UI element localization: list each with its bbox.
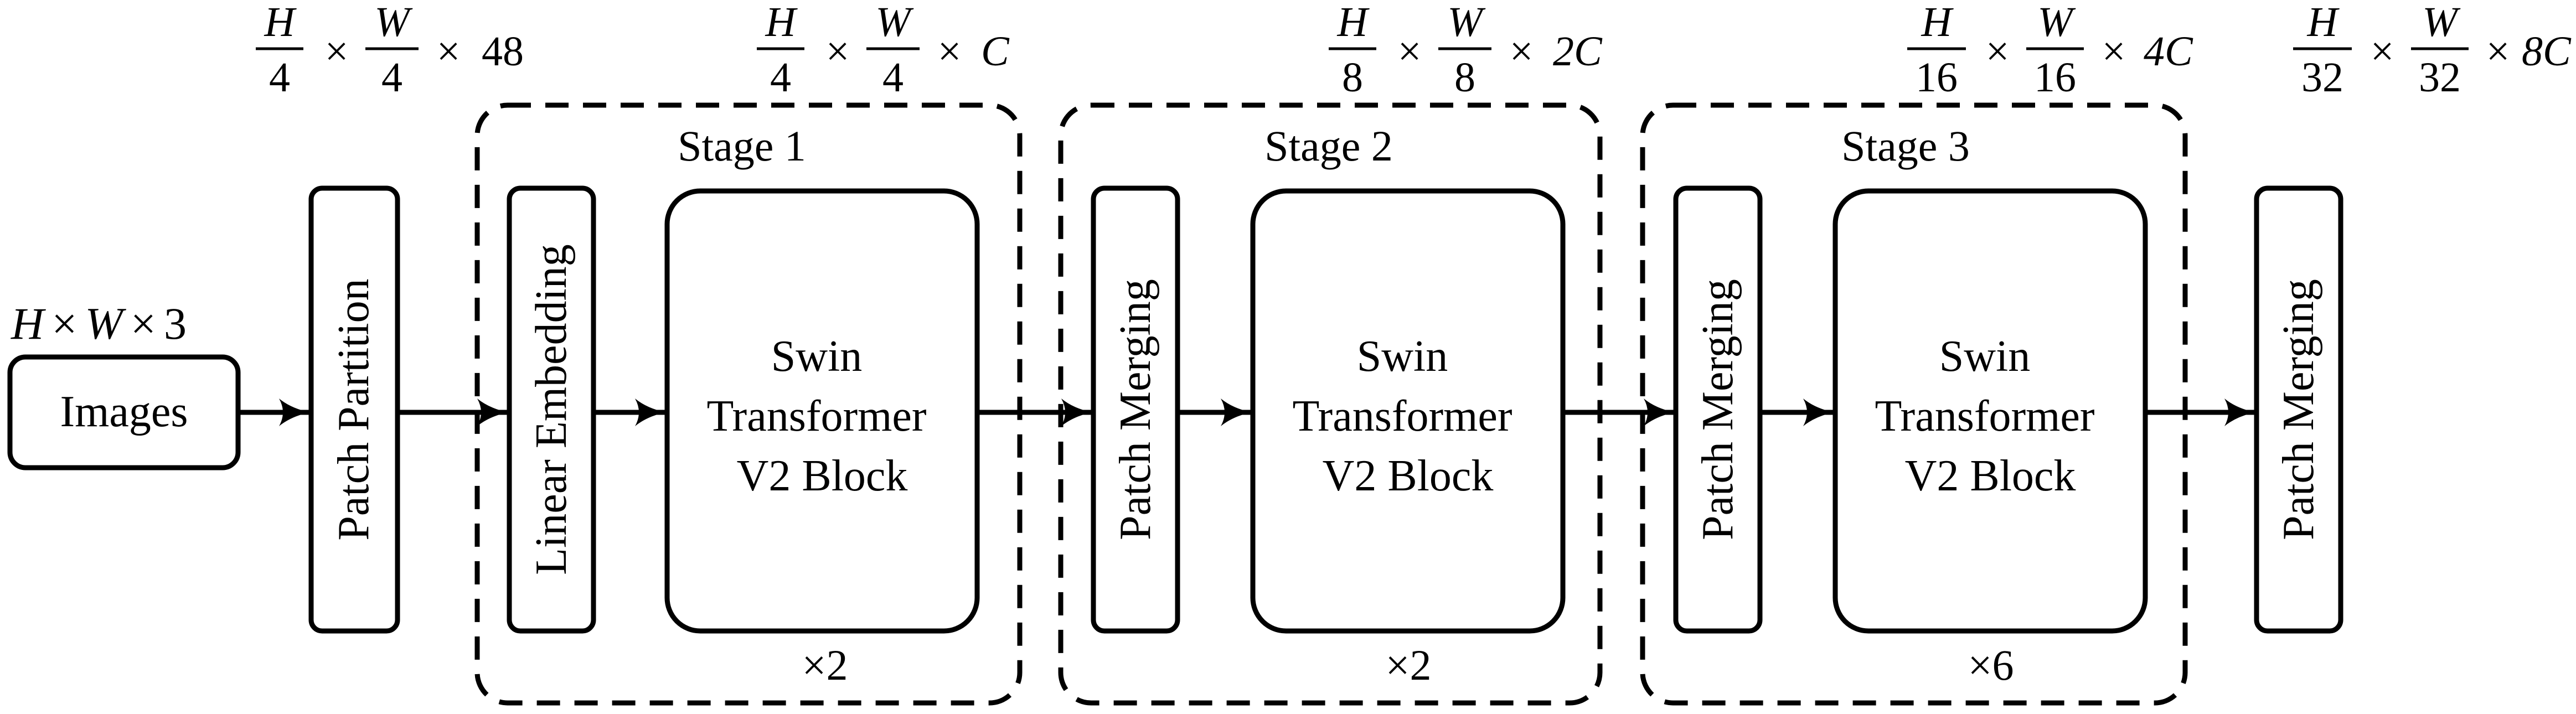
linear-embedding-box	[507, 185, 596, 634]
svg-text:4: 4	[770, 54, 791, 101]
svg-text:×: ×	[1398, 28, 1422, 75]
svg-text:8: 8	[1342, 54, 1363, 101]
dims-stage-2: H 8 × W 8 × 2C	[1329, 0, 1603, 101]
svg-text:×: ×	[1986, 28, 2010, 75]
patch-merging-stage3-label: Patch Merging	[1694, 279, 1742, 540]
patch-partition-box	[308, 185, 400, 634]
svg-text:H: H	[264, 0, 297, 45]
patch-merging-stage3-box	[1673, 185, 1763, 634]
stage-1-repeat: ×2	[802, 641, 848, 689]
svg-text:W: W	[875, 0, 914, 45]
svg-text:×: ×	[437, 28, 461, 75]
images-label: Images	[60, 387, 188, 436]
stage-3-title: Stage 3	[1841, 122, 1970, 170]
svg-text:C: C	[981, 28, 1010, 75]
svg-text:48: 48	[482, 28, 524, 75]
svg-text:4: 4	[269, 54, 290, 101]
svg-text:×: ×	[2371, 28, 2394, 75]
patch-merging-stage2-label: Patch Merging	[1111, 279, 1160, 540]
svg-text:8C: 8C	[2522, 28, 2572, 75]
svg-text:W: W	[1447, 0, 1486, 45]
stage-1-container	[474, 102, 1023, 706]
svg-text:×: ×	[2486, 28, 2510, 75]
svg-text:16: 16	[2034, 54, 2076, 101]
linear-embedding-label: Linear Embedding	[527, 244, 576, 575]
stage-1-title: Stage 1	[678, 122, 806, 170]
svg-text:4: 4	[381, 54, 402, 101]
stage-2-container	[1058, 102, 1603, 706]
dims-stage-1: H 4 × W 4 × C	[757, 0, 1010, 101]
patch-partition-label: Patch Partition	[329, 278, 378, 540]
patch-merging-stage2-box	[1091, 185, 1180, 634]
swin-block-stage2-label: Swin Transformer V2 Block	[1293, 332, 1524, 500]
svg-text:×: ×	[2102, 28, 2126, 75]
svg-text:H: H	[765, 0, 798, 45]
svg-text:×: ×	[938, 28, 962, 75]
svg-text:32: 32	[2419, 54, 2461, 101]
svg-text:H: H	[1337, 0, 1370, 45]
svg-text:32: 32	[2301, 54, 2343, 101]
svg-text:8: 8	[1454, 54, 1475, 101]
stage-2-title: Stage 2	[1264, 122, 1393, 170]
dims-patch-partition: H 4 × W 4 × 48	[256, 0, 524, 101]
svg-text:H: H	[1921, 0, 1954, 45]
dims-stage-3: H 16 × W 16 × 4C	[1907, 0, 2193, 101]
svg-text:W: W	[2422, 0, 2461, 45]
swin-block-stage1-label: Swin Transformer V2 Block	[707, 332, 938, 500]
svg-text:4C: 4C	[2144, 28, 2193, 75]
svg-text:×: ×	[325, 28, 349, 75]
dims-final: H 32 × W 32 × 8C	[2293, 0, 2572, 101]
svg-text:H: H	[2307, 0, 2340, 45]
svg-text:H×W×3: H×W×3	[11, 298, 187, 349]
svg-text:W: W	[374, 0, 413, 45]
stage-3-repeat: ×6	[1968, 641, 2014, 689]
input-dims-label: H×W×3	[11, 298, 187, 349]
svg-text:W: W	[2037, 0, 2076, 45]
patch-merging-final-box	[2254, 185, 2343, 634]
swin-block-stage3-label: Swin Transformer V2 Block	[1875, 332, 2106, 500]
svg-text:2C: 2C	[1553, 28, 1603, 75]
svg-text:×: ×	[1510, 28, 1534, 75]
svg-text:×: ×	[826, 28, 850, 75]
svg-text:16: 16	[1916, 54, 1958, 101]
stage-3-container	[1640, 102, 2188, 706]
svg-text:4: 4	[882, 54, 904, 101]
stage-2-repeat: ×2	[1386, 641, 1432, 689]
patch-merging-final-label: Patch Merging	[2274, 279, 2323, 540]
